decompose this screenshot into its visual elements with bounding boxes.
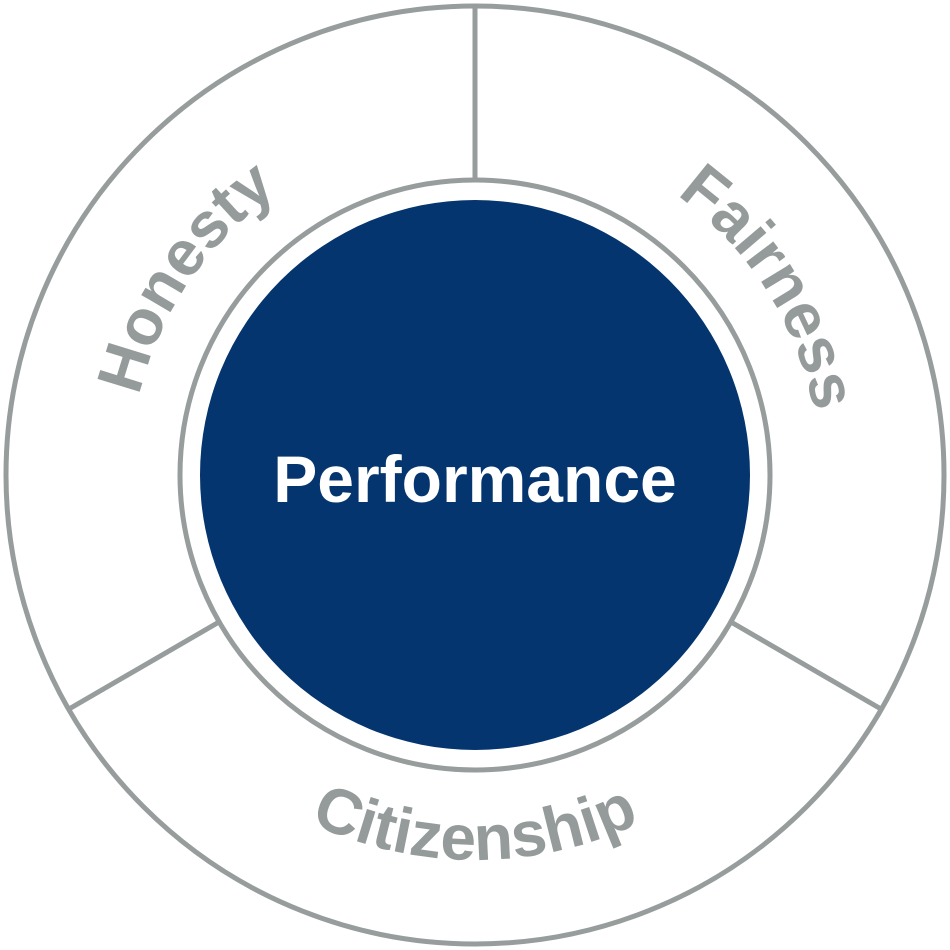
segment-citizenship-label: Citizenship xyxy=(304,769,645,874)
divider-lower-left xyxy=(67,619,221,712)
center-label: Performance xyxy=(273,442,677,516)
divider-lower-right xyxy=(729,619,883,712)
performance-core xyxy=(200,200,750,750)
segment-citizenship: Citizenship xyxy=(304,769,645,874)
